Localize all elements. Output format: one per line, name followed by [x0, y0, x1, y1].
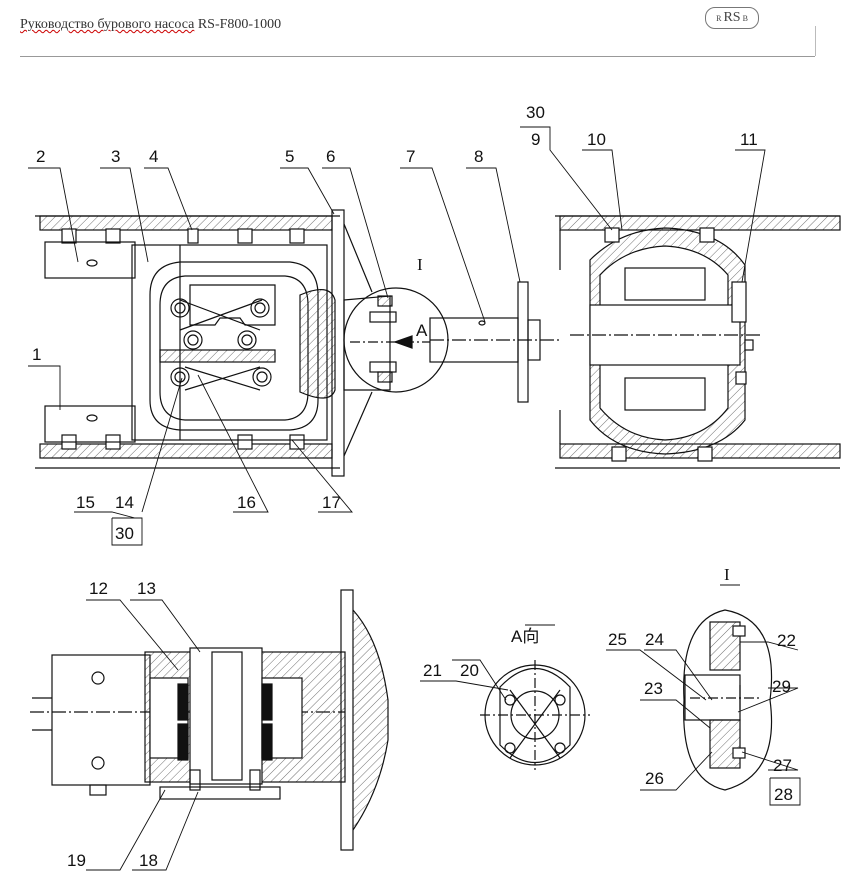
- callout-8: 8: [474, 147, 483, 166]
- wrist-pin-section: [30, 589, 389, 851]
- callout-16: 16: [237, 493, 256, 512]
- callout-19: 19: [67, 851, 86, 870]
- callout-9: 9: [531, 130, 540, 149]
- callout-1: 1: [32, 345, 41, 364]
- callout-23: 23: [644, 679, 663, 698]
- view-a-title: A向: [511, 627, 539, 646]
- callout-15: 15: [76, 493, 95, 512]
- callout-22: 22: [777, 631, 796, 650]
- callout-28: 28: [774, 785, 793, 804]
- callout-12: 12: [89, 579, 108, 598]
- logo-right-letter: B: [742, 13, 748, 23]
- callout-18: 18: [139, 851, 158, 870]
- callout-29: 29: [772, 677, 791, 696]
- detail-i-title: I: [724, 565, 730, 584]
- lower-guide-rail: [39, 443, 333, 459]
- callout-13: 13: [137, 579, 156, 598]
- callout-labels: 2 3 4 5 6 7 8 30 9 10 11 1 15 14 30 16 1…: [32, 103, 796, 870]
- detail-i-enlarged: [683, 609, 773, 791]
- crosshead-assembly-view: [35, 209, 560, 477]
- callout-30-top: 30: [526, 103, 545, 122]
- detail-i-marker: I: [417, 255, 423, 274]
- callout-27: 27: [773, 756, 792, 775]
- callout-7: 7: [406, 147, 415, 166]
- callout-2: 2: [36, 147, 45, 166]
- title-model: RS-F800-1000: [194, 17, 282, 32]
- logo-left-letter: R: [716, 13, 722, 23]
- header-corner-mark: [815, 26, 816, 56]
- leader-lines: [28, 126, 801, 871]
- callout-14: 14: [115, 493, 134, 512]
- callout-30-left: 30: [115, 524, 134, 543]
- callout-21: 21: [423, 661, 442, 680]
- callout-24: 24: [645, 630, 664, 649]
- callout-17: 17: [322, 493, 341, 512]
- logo-main-letters: RS: [723, 10, 741, 25]
- callout-25: 25: [608, 630, 627, 649]
- upper-guide-rail: [39, 215, 333, 231]
- callout-3: 3: [111, 147, 120, 166]
- callout-5: 5: [285, 147, 294, 166]
- crosshead-side-section: [555, 215, 841, 469]
- callout-4: 4: [149, 147, 158, 166]
- view-a-flange: [480, 660, 590, 770]
- arrow-a-label: A: [416, 321, 428, 340]
- callout-6: 6: [326, 147, 335, 166]
- callout-26: 26: [645, 769, 664, 788]
- rs-logo: R RS B: [705, 7, 759, 29]
- title-russian: Руководство бурового насоса: [20, 17, 195, 32]
- callout-10: 10: [587, 130, 606, 149]
- callout-20: 20: [460, 661, 479, 680]
- page-title: Руководство бурового насоса RS-F800-1000: [20, 17, 281, 33]
- callout-11: 11: [740, 130, 758, 149]
- header-rule: [20, 56, 815, 57]
